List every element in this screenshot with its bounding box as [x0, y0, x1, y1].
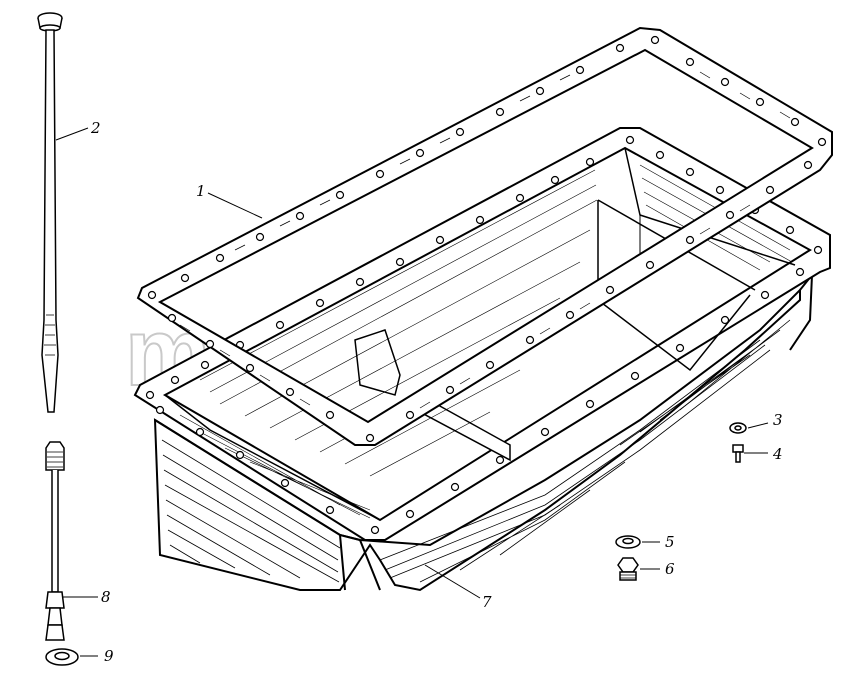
leader-7	[424, 564, 481, 599]
callout-1: 1	[196, 182, 206, 200]
callout-4: 4	[772, 445, 783, 463]
callout-5: 5	[665, 533, 675, 551]
drain-plug-6	[617, 557, 639, 581]
gasket	[136, 26, 833, 446]
callout-6: 6	[665, 560, 675, 578]
oil-pan-flange-holes	[145, 135, 823, 535]
leader-lines	[55, 127, 769, 657]
washer-5	[615, 535, 641, 549]
callout-3: 3	[773, 411, 783, 429]
oil-pan	[153, 271, 814, 592]
leader-1	[207, 192, 263, 219]
washer-3	[729, 422, 747, 434]
oil-pan-flange	[133, 127, 831, 541]
leader-2	[55, 127, 89, 141]
callout-2: 2	[90, 119, 101, 137]
callout-9: 9	[104, 647, 114, 665]
washer-9	[45, 648, 79, 666]
oil-pan-interior	[164, 147, 796, 521]
gasket-holes	[147, 35, 827, 443]
dipstick-tube	[45, 441, 65, 641]
leader-3	[747, 422, 769, 429]
callout-7: 7	[482, 593, 492, 611]
dipstick	[37, 12, 63, 413]
bolt-4	[732, 444, 744, 463]
callout-8: 8	[101, 588, 111, 606]
gasket-texture	[179, 71, 791, 409]
oil-pan-hatching	[161, 319, 791, 583]
